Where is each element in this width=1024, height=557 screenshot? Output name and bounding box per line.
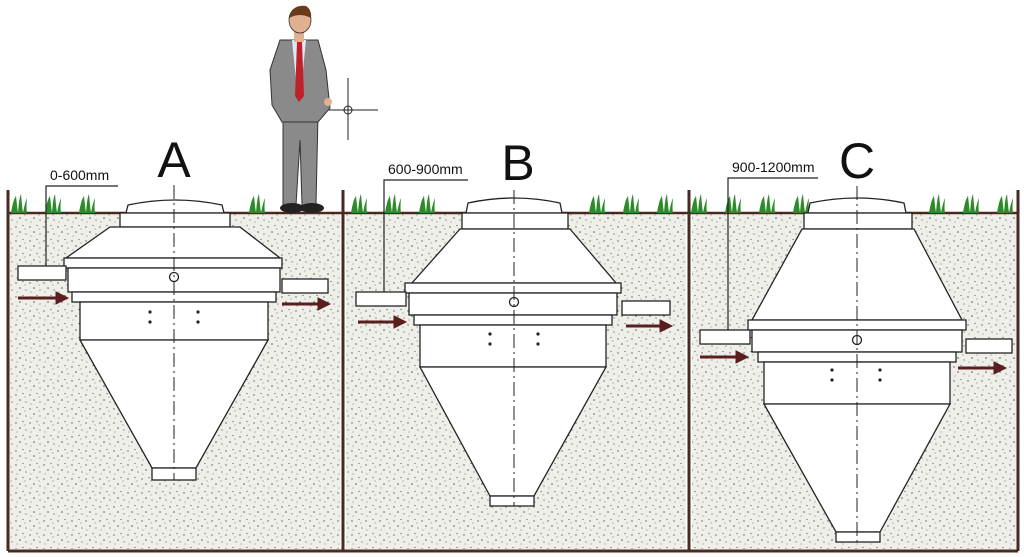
flow-arrows (18, 291, 1008, 375)
person-figure (269, 5, 332, 213)
grass-tuft (691, 194, 707, 213)
grass-tuft (589, 194, 605, 213)
tank-a-bolts (148, 310, 200, 324)
tank-b-lid (465, 197, 563, 214)
grass-tuft (759, 194, 775, 213)
tank-b-outlet-pipe (621, 300, 671, 316)
arrow-a-in (18, 291, 70, 305)
arrow-a-out (282, 297, 332, 311)
depth-leaders (45, 177, 818, 330)
depth-label-a: 0-600mm (50, 167, 109, 183)
grass-tuft (623, 194, 639, 213)
tank-b (355, 197, 671, 507)
grass-tuft (45, 194, 61, 213)
grass-tuft (725, 194, 741, 213)
center-lines (173, 185, 858, 542)
grass-tufts (11, 194, 1013, 213)
grass-tuft (963, 194, 979, 213)
tank-c-outlet-pipe (965, 338, 1013, 354)
tank-a-outlet-pipe (281, 278, 329, 294)
grass-tuft (79, 194, 95, 213)
arrow-b-in (358, 315, 408, 329)
crosshair-marker (322, 78, 378, 140)
tank-a-inlet-pipe (17, 265, 67, 281)
grass-tuft (997, 194, 1013, 213)
label-c: C (839, 133, 875, 189)
tank-b-neck (461, 212, 569, 230)
depth-label-c: 900-1200mm (732, 159, 815, 175)
tank-c-bolts (830, 368, 882, 382)
tank-a-lid (125, 199, 225, 214)
arrow-c-out (958, 361, 1008, 375)
panel-labels: A B C 0-600mm 600-900mm 900-1200mm (50, 132, 875, 191)
tank-c-neck (803, 212, 913, 230)
tank-b-bolts (488, 332, 540, 346)
arrow-b-out (626, 319, 674, 333)
grass-tuft (419, 194, 435, 213)
grass-tuft (11, 194, 27, 213)
tank-b-inlet-pipe (355, 291, 407, 307)
grass-tuft (793, 194, 809, 213)
grass-tuft (351, 194, 367, 213)
tank-c-inlet-pipe (699, 329, 751, 345)
label-a: A (157, 132, 191, 188)
tank-a-neck (119, 212, 231, 228)
tank-c (699, 197, 1013, 543)
label-b: B (501, 135, 534, 191)
grass-tuft (249, 194, 265, 213)
arrow-c-in (700, 350, 750, 364)
grass-tuft (929, 194, 945, 213)
grass-tuft (385, 194, 401, 213)
depth-label-b: 600-900mm (388, 161, 463, 177)
grass-tuft (657, 194, 673, 213)
